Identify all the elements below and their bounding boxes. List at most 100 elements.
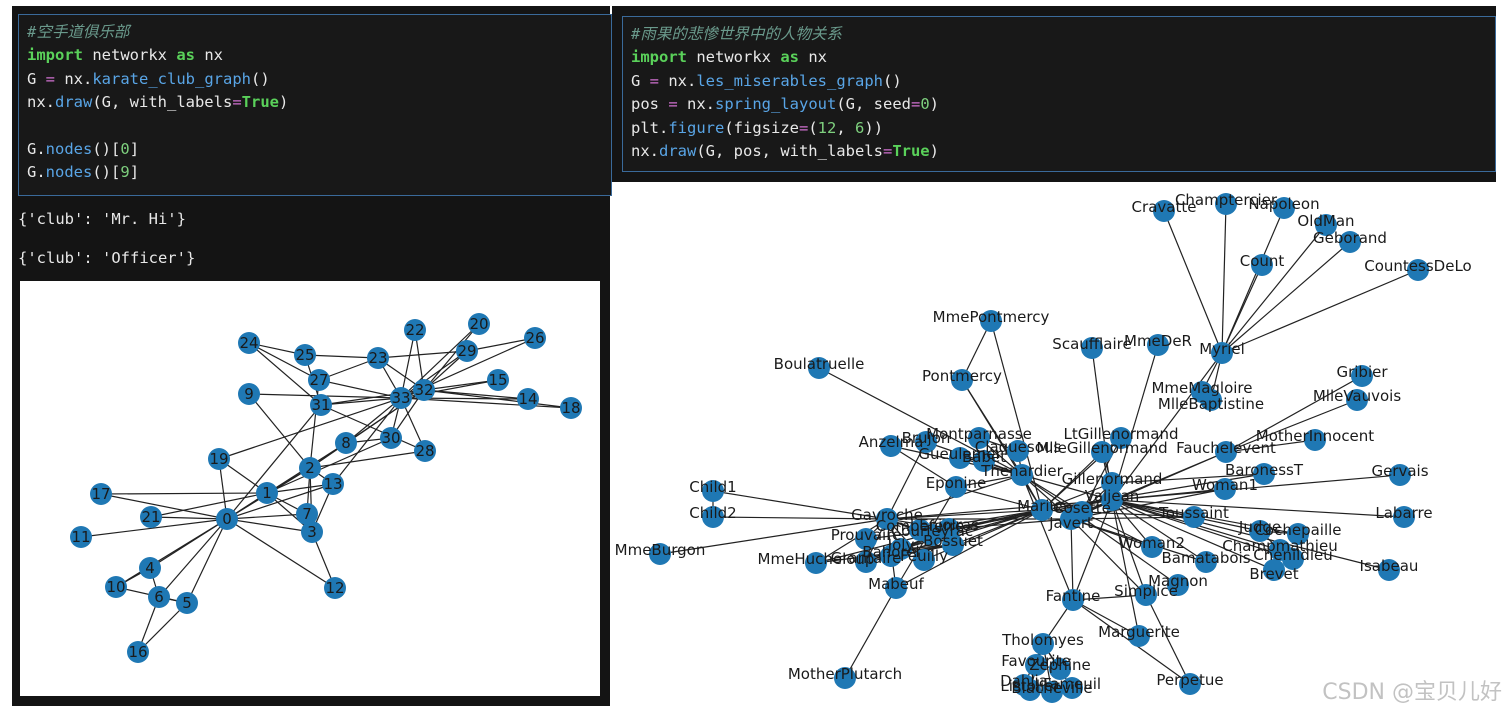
graph-node-28 (414, 440, 436, 462)
graph-node-mmehucheloup (805, 552, 827, 574)
graph-edge-marius-gavroche (886, 509, 1043, 520)
graph-node-2 (299, 457, 321, 479)
graph-edge-14-32 (423, 389, 529, 400)
graph-edge-geborand-myriel (1221, 241, 1351, 354)
left-code-line: #空手道俱乐部 (27, 21, 288, 44)
graph-node-woman1 (1214, 478, 1236, 500)
code-token: = (798, 118, 809, 137)
graph-edge-child1-gavroche (712, 490, 888, 520)
code-token: = (45, 69, 56, 88)
graph-node-labarre (1393, 506, 1415, 528)
code-token: networkx (83, 46, 177, 65)
graph-node-babet (973, 450, 995, 472)
graph-node-label-gavroche: Gavroche (851, 506, 923, 524)
graph-node-label-12: 12 (325, 579, 344, 597)
right-code-line: pos = nx.spring_layout(G, seed=0) (631, 93, 939, 116)
code-token: = (910, 95, 921, 114)
graph-node-fantine (1062, 589, 1084, 611)
csdn-watermark: CSDN @宝贝儿好 (1322, 680, 1502, 705)
graph-node-label-8: 8 (341, 434, 351, 452)
graph-node-11 (70, 526, 92, 548)
graph-edge-13-33 (332, 397, 402, 485)
graph-node-9 (238, 383, 260, 405)
code-token: G. (27, 140, 46, 159)
graph-node-label-mabeuf: Mabeuf (868, 575, 924, 593)
graph-edge-simplice-valjean (1111, 499, 1147, 596)
graph-node-label-20: 20 (469, 315, 488, 333)
graph-edge-0-12 (226, 518, 336, 589)
code-token: ] (129, 163, 140, 182)
graph-node-label-17: 17 (91, 485, 110, 503)
graph-node-magnon (1167, 574, 1189, 596)
left-code-line: nx.draw(G, with_labels=True) (27, 91, 288, 114)
graph-node-child2 (702, 506, 724, 528)
graph-edge-0-5 (186, 518, 228, 604)
graph-edge-bamatabois-valjean (1111, 499, 1207, 563)
graph-node-label-isabeau: Isabeau (1360, 557, 1419, 575)
graph-node-eponine (945, 476, 967, 498)
code-token: #空手道俱乐部 (27, 23, 130, 41)
graph-node-label-boulatruelle: Boulatruelle (774, 355, 865, 373)
graph-node-woman2 (1141, 536, 1163, 558)
graph-node-label-bahorel: Bahorel (862, 543, 919, 561)
graph-edge-thenardier-eponine (955, 474, 1023, 488)
graph-node-label-cravatte: Cravatte (1132, 198, 1197, 216)
graph-node-label-3: 3 (307, 523, 317, 541)
code-token: ( (808, 118, 818, 137)
graph-node-label-woman1: Woman1 (1192, 476, 1258, 494)
code-token: ) (929, 95, 940, 114)
code-token: = (649, 71, 660, 90)
graph-node-mmepontmercy (980, 310, 1002, 332)
graph-node-label-simplice: Simplice (1114, 582, 1178, 600)
graph-node-gavroche (876, 508, 898, 530)
graph-node-26 (524, 327, 546, 349)
graph-node-label-mmemagloire: MmeMagloire (1151, 379, 1252, 397)
graph-node-label-toussaint: Toussaint (1158, 504, 1229, 522)
code-token: ()[ (92, 140, 121, 159)
graph-node-label-27: 27 (309, 371, 328, 389)
code-token: ] (129, 140, 140, 159)
graph-node-label-19: 19 (209, 450, 228, 468)
code-token: 12 (817, 118, 837, 137)
graph-node-listolier (1019, 679, 1041, 701)
graph-node-label-gervais: Gervais (1371, 462, 1428, 480)
right-code-line: G = nx.les_miserables_graph() (631, 70, 939, 93)
graph-node-ltgillenormand (1110, 427, 1132, 449)
code-token: , (836, 118, 856, 137)
graph-edge-26-29 (466, 337, 536, 352)
code-token: () (250, 69, 270, 88)
graph-node-label-13: 13 (323, 475, 342, 493)
graph-node-label-bamatabois: Bamatabois (1161, 549, 1250, 567)
graph-edge-woman2-javert (1070, 518, 1153, 548)
code-token: = (882, 142, 893, 161)
graph-node-fauchelevent (1215, 441, 1237, 463)
graph-node-label-feuilly: Feuilly (900, 547, 948, 565)
graph-node-label-21: 21 (141, 508, 160, 526)
graph-node-label-fameuil: Fameuil (1043, 675, 1101, 693)
graph-node-label-champtercier: Champtercier (1175, 191, 1278, 209)
graph-edge-marius-gillenormand (1041, 482, 1113, 511)
graph-node-brujon (915, 431, 937, 453)
graph-node-label-grantaire: Grantaire (831, 549, 902, 567)
graph-node-perpetue (1179, 673, 1201, 695)
graph-node-7 (296, 503, 318, 525)
graph-node-bahorel (880, 545, 902, 567)
output-node-0: {'club': 'Mr. Hi'} (18, 210, 186, 228)
graph-edge-magnon-thenardier (1021, 474, 1179, 586)
graph-node-mmeder (1147, 334, 1169, 356)
graph-node-label-14: 14 (518, 390, 537, 408)
graph-edge-0-13 (226, 483, 334, 520)
left-code-line: G.nodes()[0] (27, 138, 288, 161)
code-token: 6 (855, 118, 865, 137)
graph-edge-8-33 (345, 397, 402, 444)
graph-node-gueulemer (949, 447, 971, 469)
code-token: 0 (120, 140, 130, 159)
graph-node-label-mmepontmercy: MmePontmercy (933, 308, 1050, 326)
code-token: )) (864, 118, 884, 137)
graph-node-myriel (1211, 342, 1233, 364)
